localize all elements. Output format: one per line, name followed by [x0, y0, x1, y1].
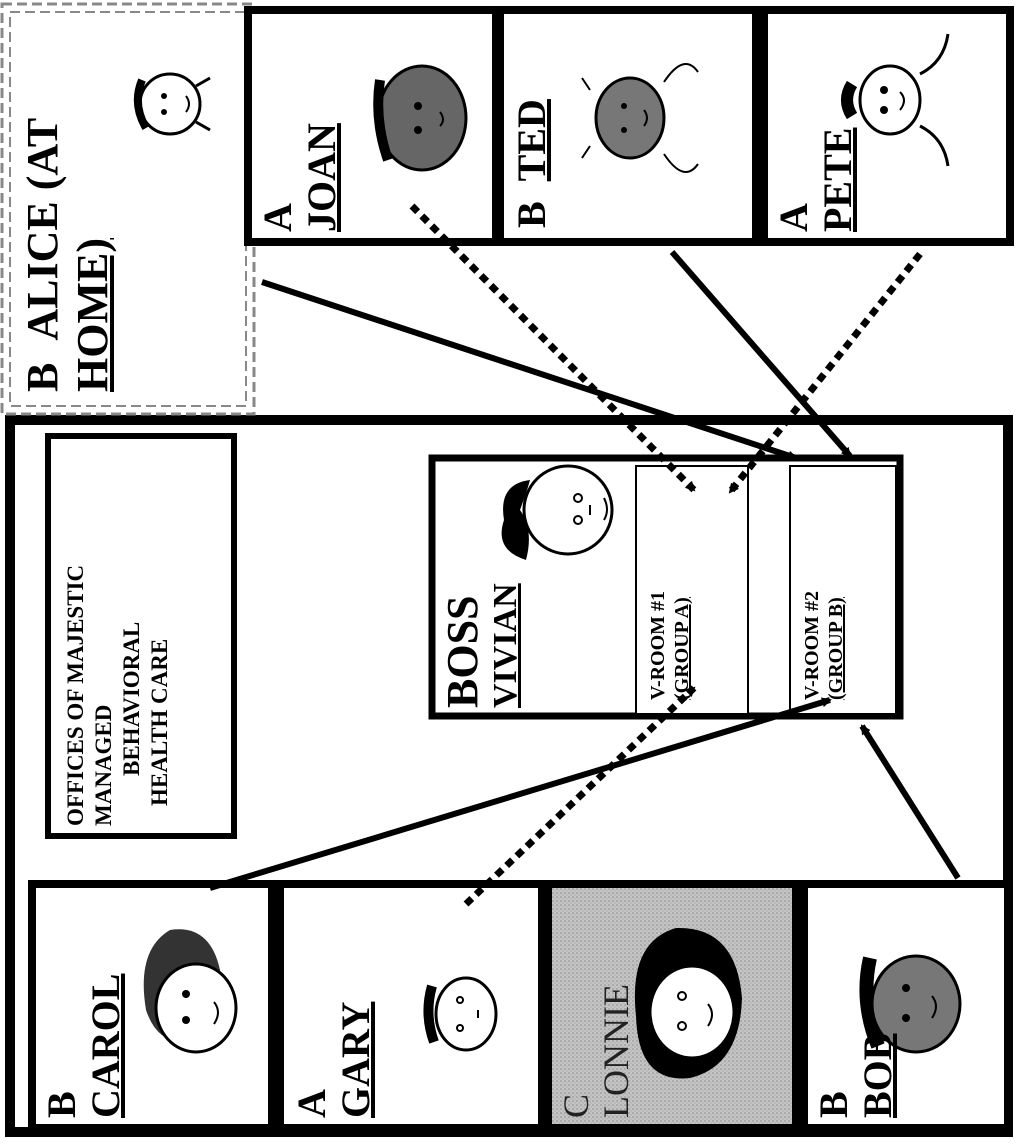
carol-label: B CAROL [39, 973, 128, 1118]
title-box [45, 433, 237, 839]
arrow-bob-to-vroom2 [859, 724, 961, 880]
lonnie-face-icon [634, 927, 742, 1079]
carol-face-icon [143, 929, 238, 1054]
ted-face-icon [581, 63, 699, 173]
v-room-2-label: V-ROOM #2 (GROUP B) [801, 590, 847, 700]
v-room-2-box [789, 465, 897, 715]
lonnie-label: C LONNIE [556, 984, 636, 1118]
boss-label: BOSS VIVIAN [438, 583, 524, 708]
joan-face-icon [373, 64, 468, 172]
vivian-face-icon [501, 464, 614, 560]
arrow-joan-to-vroom1 [409, 203, 697, 493]
arrow-ted-to-vroom2 [669, 250, 853, 458]
alice-room-box [0, 2, 256, 416]
gary-label: A GARY [289, 1001, 378, 1118]
bob-label: B BOB [811, 1033, 900, 1118]
boss-name: VIVIAN [487, 583, 524, 708]
v-room-1-label: V-ROOM #1 (GROUP A) [647, 590, 693, 700]
connectors [209, 203, 961, 907]
gary-face-icon [423, 976, 498, 1052]
arrow-pete-to-vroom1 [727, 251, 923, 495]
title-text: OFFICES OF MAJESTIC MANAGED BEHAVIORAL H… [63, 564, 172, 826]
pete-face-icon [841, 33, 950, 167]
pete-label: A PETE [771, 127, 860, 232]
alice-label: B ALICE (AT HOME) [18, 117, 117, 392]
v-room-1-box [635, 465, 749, 715]
arrow-gary-to-vroom1 [463, 685, 697, 907]
arrow-alice-to-vroom2 [261, 279, 798, 461]
arrow-carol-to-vroom2 [209, 697, 832, 891]
alice-face-icon [133, 72, 211, 136]
gary-room-box [276, 880, 546, 1132]
joan-label: A JOAN [255, 123, 344, 232]
ted-label: B TED [509, 99, 554, 228]
bob-face-icon [859, 954, 962, 1054]
